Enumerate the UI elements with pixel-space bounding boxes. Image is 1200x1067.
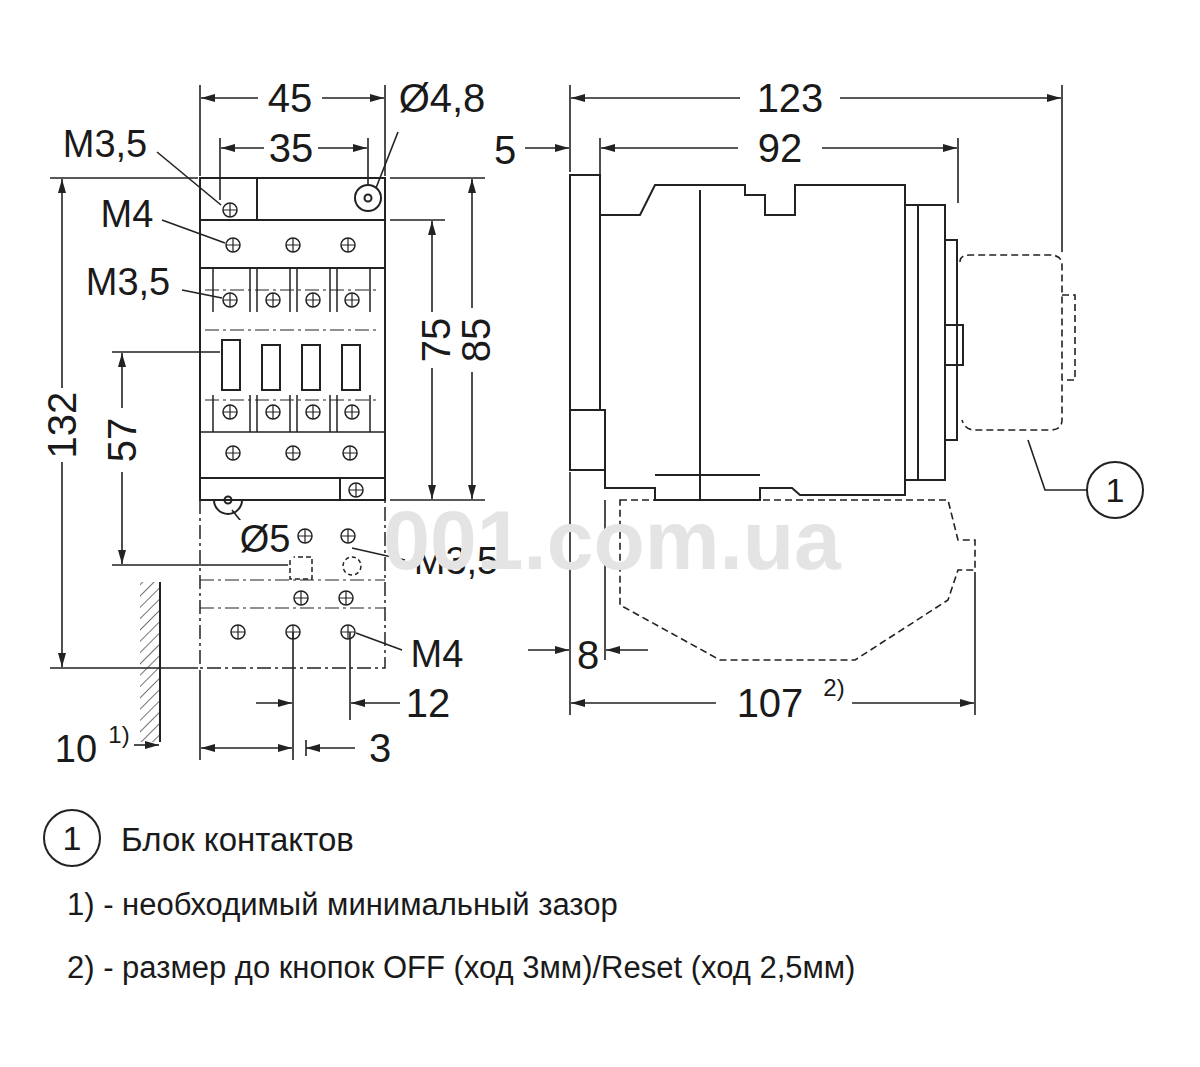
footnote-mark: 1) [105,722,132,747]
diameter-label: Ø5 [237,520,294,560]
diameter-label: Ø4,8 [396,77,489,119]
dimension-label: 92 [755,127,806,169]
dimension-label: 10 [52,730,100,770]
dimension-label: 132 [41,389,83,462]
dimension-label: 75 [415,315,457,366]
thread-label: M3,5 [60,125,150,165]
legend-text: Блок контактов [118,823,357,858]
dimension-label: 12 [403,682,454,724]
footnote-text: 1) - необходимый минимальный зазор [64,889,621,922]
watermark: 001.com.ua [380,496,844,584]
footnote-mark: 2) [820,675,847,700]
callout-number: 1 [63,821,82,855]
thread-label: M3,5 [83,263,173,303]
thread-label: M4 [98,195,157,235]
dimension-label: 8 [574,634,602,676]
footnote-text: 2) - размер до кнопок OFF (ход 3мм)/Rese… [64,952,858,985]
callout-circle: 1 [43,809,101,867]
callout-circle: 1 [1086,461,1144,519]
dimension-label: 45 [265,77,316,119]
callout-number: 1 [1106,473,1125,507]
dimension-label: 107 [734,682,807,724]
dimension-label: 3 [366,727,394,769]
dimension-label: 5 [491,129,519,171]
dimension-label: 35 [266,127,317,169]
dimension-label: 123 [754,77,827,119]
dimension-label: 85 [455,315,497,366]
thread-label: M4 [408,635,467,675]
dimension-label: 57 [101,415,143,466]
